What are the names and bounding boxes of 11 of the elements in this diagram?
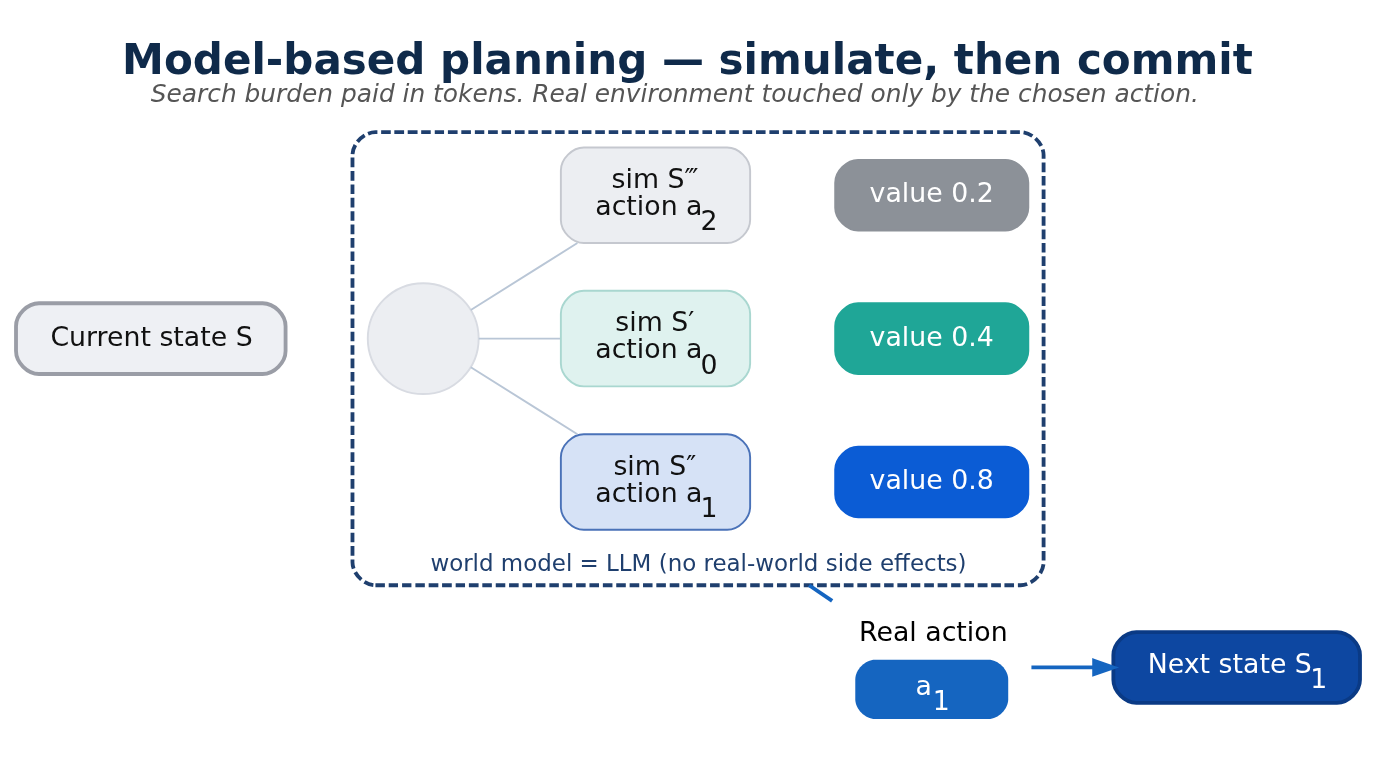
node-box: value 0.4 — [834, 301, 1030, 375]
node-circle — [366, 281, 480, 395]
node-box: value 0.8 — [834, 445, 1030, 518]
connector — [469, 241, 579, 311]
node-label: Real action — [859, 615, 1008, 647]
connector — [477, 337, 562, 340]
node-box: Current state S — [14, 300, 288, 376]
node-box: value 0.2 — [834, 158, 1030, 232]
connector — [808, 583, 834, 603]
arrow — [1031, 657, 1120, 677]
connector — [469, 365, 579, 435]
